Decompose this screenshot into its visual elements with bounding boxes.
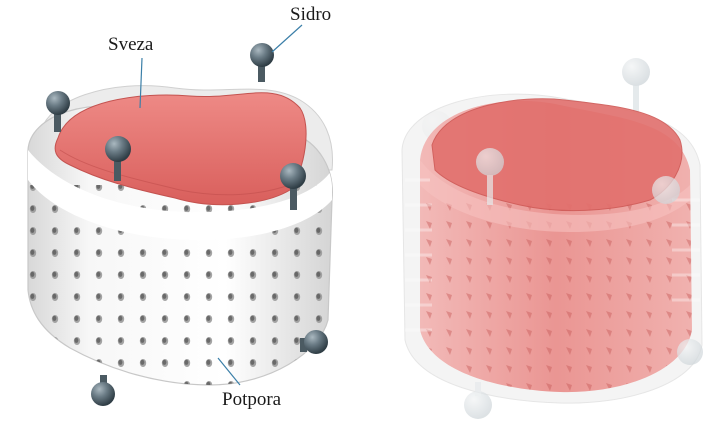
right-valve-model-transparent xyxy=(402,58,703,419)
left-valve-model: Sidro Sveza Potpora xyxy=(20,4,340,410)
anchor-label: Sidro xyxy=(290,4,331,25)
support-label: Potpora xyxy=(222,389,282,410)
anchor-leader-line xyxy=(272,25,302,52)
anchor-ball xyxy=(250,43,274,82)
anchor-ball xyxy=(91,375,115,406)
link-label: Sveza xyxy=(108,34,154,55)
